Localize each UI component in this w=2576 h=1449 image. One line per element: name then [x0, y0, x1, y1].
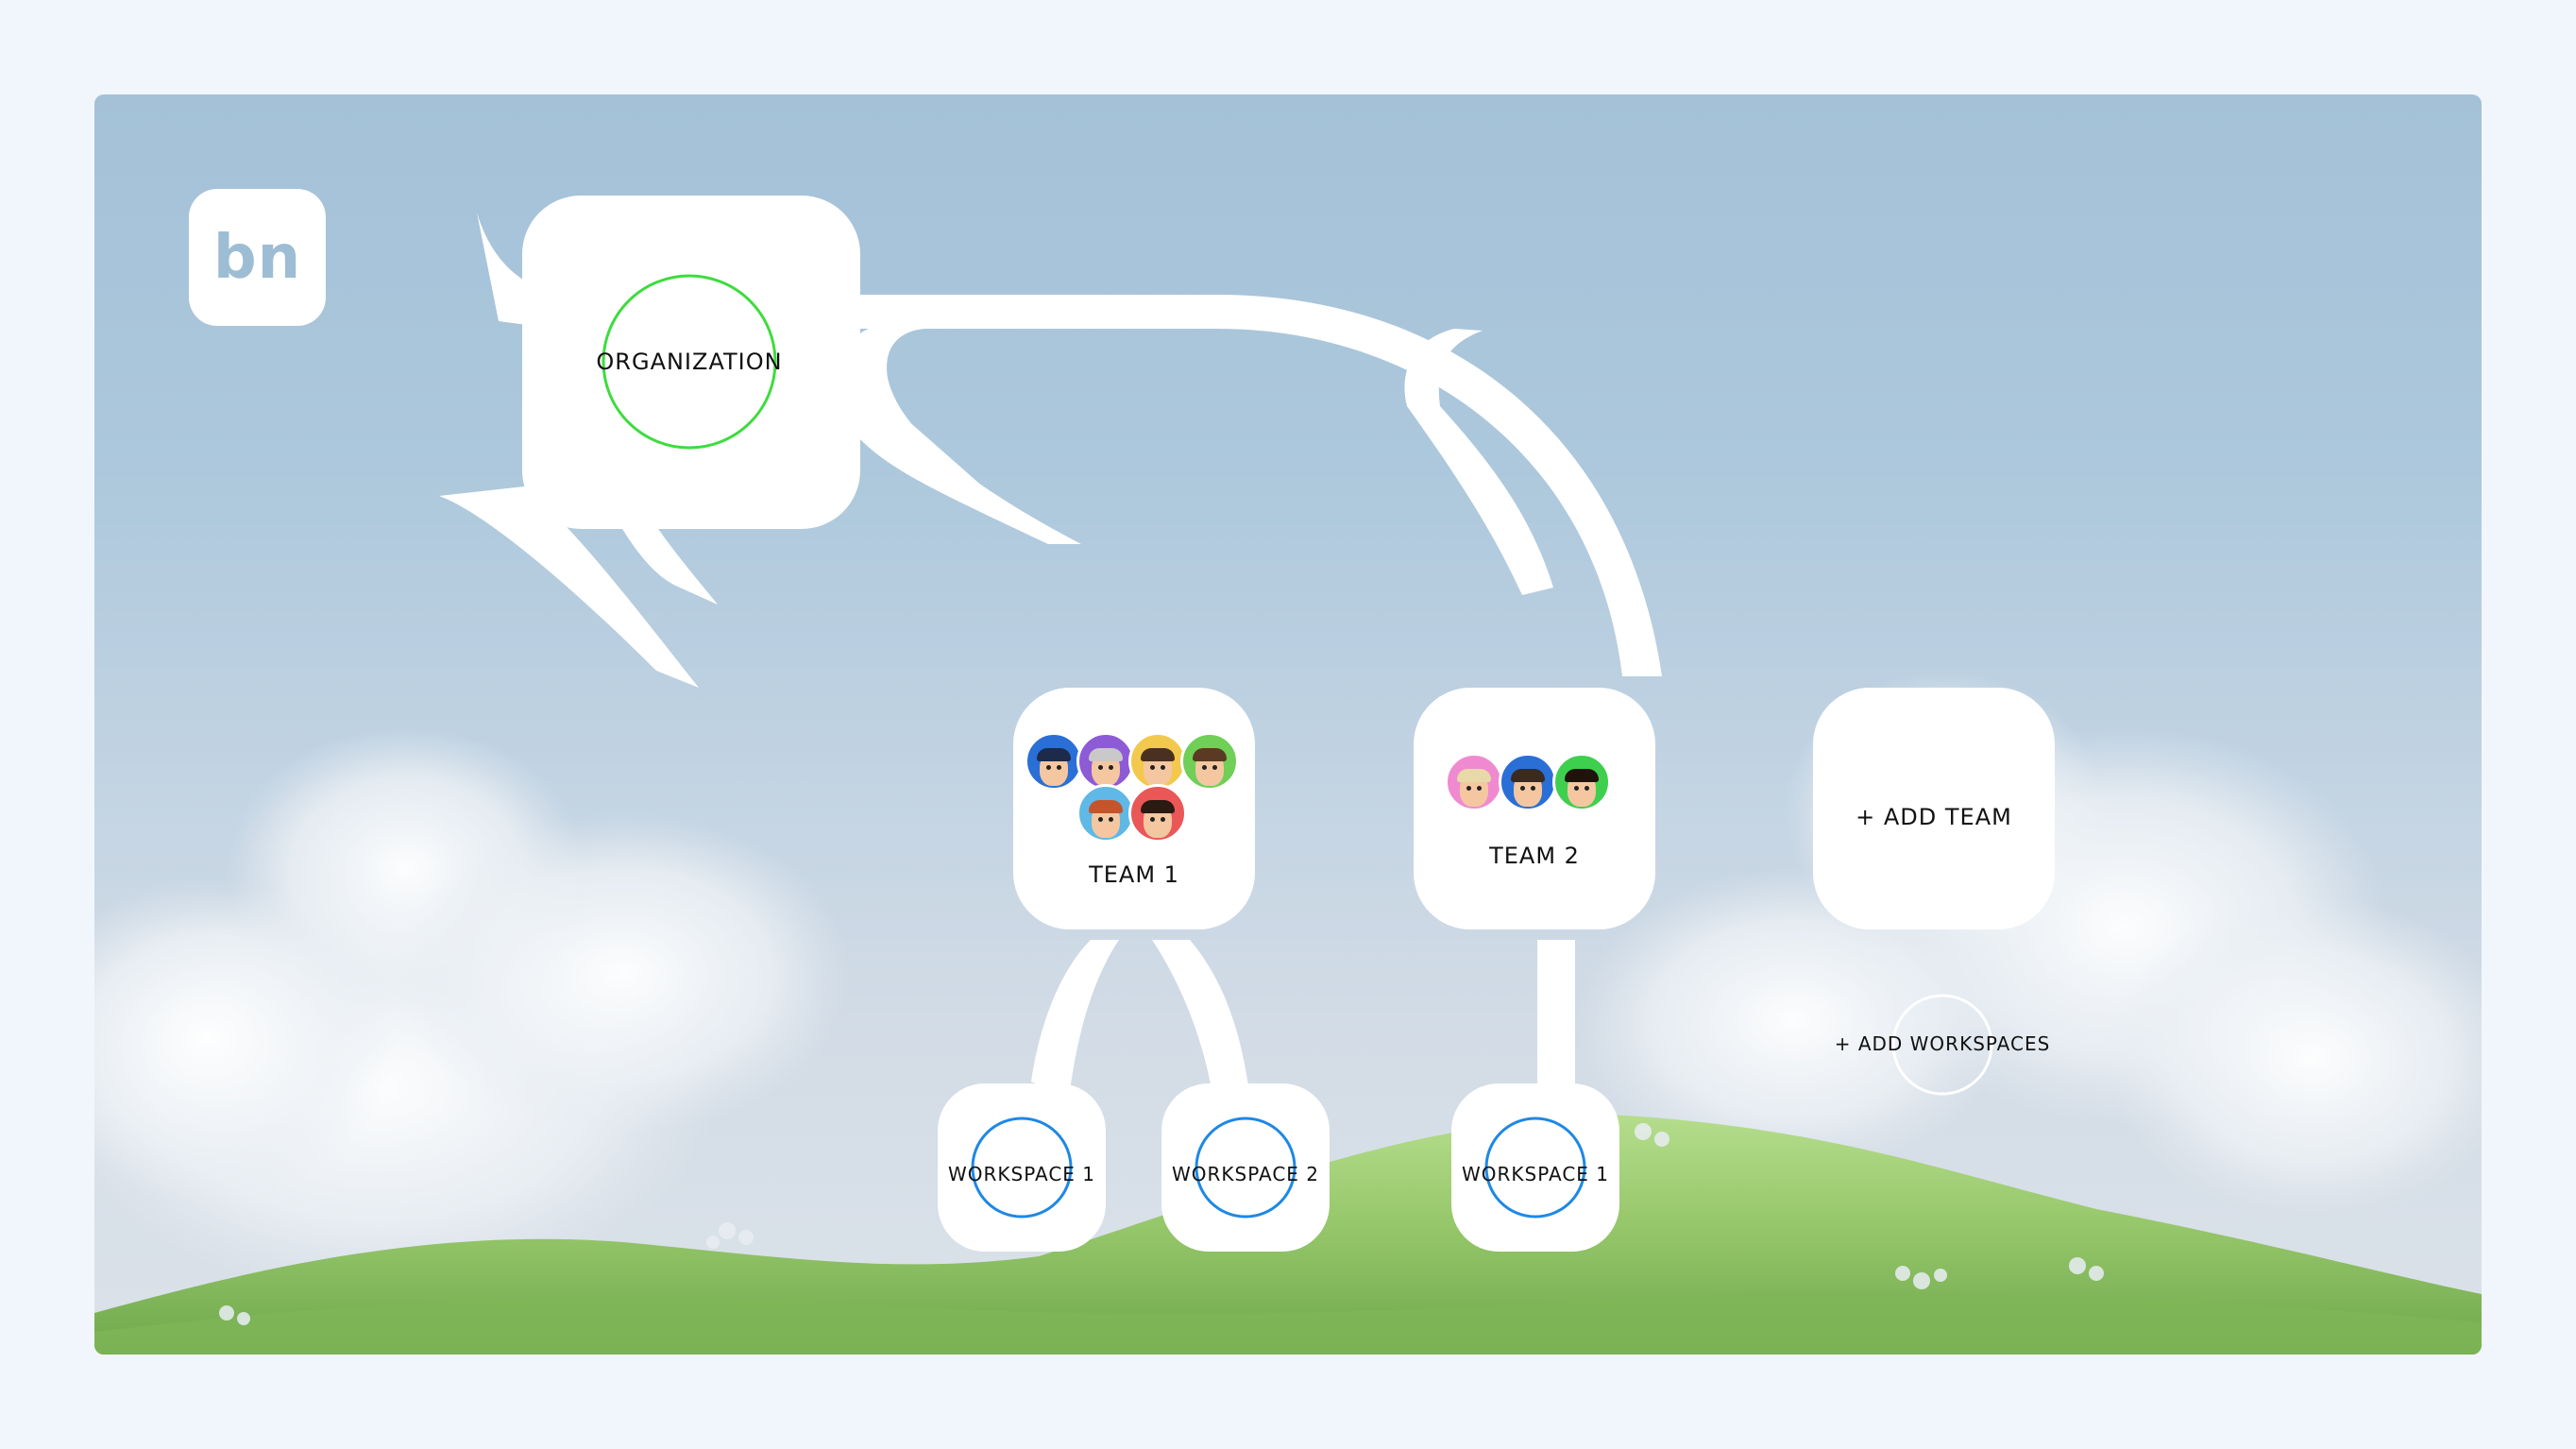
workspace-1-node [938, 1083, 1106, 1252]
add-workspaces-button[interactable]: + ADD WORKSPACES [1834, 1032, 2051, 1055]
team-1-label[interactable]: TEAM 1 [1089, 861, 1179, 888]
team-2-avatar-2[interactable] [1499, 753, 1557, 811]
canvas: bn ORGANIZATION TEAM 1 TEAM 2 + ADD TEAM… [94, 94, 2482, 1355]
add-workspaces-ring [1891, 994, 1993, 1096]
team2-workspace-1-node [1451, 1083, 1619, 1252]
brand-logo[interactable]: bn [189, 189, 326, 326]
workspace-2-ring [1195, 1117, 1296, 1219]
team2-workspace-1-ring [1484, 1117, 1586, 1219]
team-2-label[interactable]: TEAM 2 [1489, 843, 1580, 869]
workspace-1-label[interactable]: WORKSPACE 1 [947, 1163, 1096, 1185]
organization-ring [602, 274, 777, 450]
add-team-button[interactable]: + ADD TEAM [1856, 804, 2012, 830]
add-team-node [1813, 688, 2055, 929]
team-1-avatar-2[interactable] [1076, 732, 1135, 791]
team-1-avatar-1[interactable] [1025, 732, 1083, 791]
workspace-2-node [1161, 1083, 1330, 1252]
team-1-avatar-3[interactable] [1128, 732, 1187, 791]
team-2-avatar-1[interactable] [1445, 753, 1503, 811]
team-1-avatar-5[interactable] [1076, 784, 1135, 843]
organization-label[interactable]: ORGANIZATION [596, 349, 783, 375]
brand-logo-text: bn [212, 222, 302, 293]
team-1-avatar-4[interactable] [1180, 732, 1239, 791]
workspace-2-label[interactable]: WORKSPACE 2 [1171, 1163, 1320, 1185]
team2-workspace-1-label[interactable]: WORKSPACE 1 [1461, 1163, 1610, 1185]
workspace-1-ring [971, 1117, 1073, 1219]
team-1-avatar-6[interactable] [1128, 784, 1187, 843]
rings [602, 274, 1993, 1219]
background-clouds [94, 671, 2482, 1294]
organization-node [522, 196, 860, 529]
team-2-avatar-3[interactable] [1552, 753, 1611, 811]
